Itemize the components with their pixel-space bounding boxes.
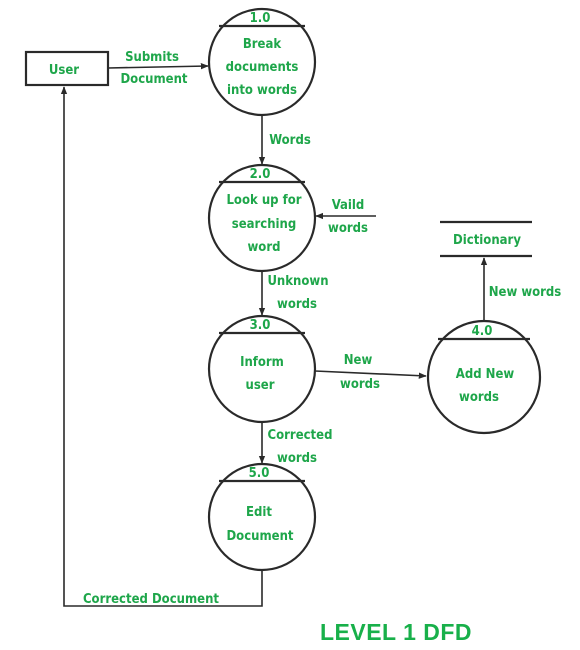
flow-valid-words[interactable]: Vaild words xyxy=(315,198,376,236)
process-5[interactable]: 5.0 Edit Document xyxy=(207,462,317,572)
flow-new-words-label-line-2: words xyxy=(340,377,380,392)
process-2-label-line-1: Look up for xyxy=(226,193,301,208)
flow-new-words-arrow xyxy=(314,370,427,379)
process-2-label-line-2: searching xyxy=(232,217,297,232)
entity-user-label: User xyxy=(49,63,79,78)
process-3-id: 3.0 xyxy=(250,318,271,333)
flow-new-words-to-dictionary[interactable]: New words xyxy=(480,257,562,321)
process-3-label-line-1: Inform xyxy=(240,355,284,370)
process-2-label-line-3: word xyxy=(248,240,281,255)
process-3[interactable]: 3.0 Inform user xyxy=(207,314,317,424)
datastore-dictionary[interactable]: Dictionary xyxy=(440,220,532,258)
flow-words[interactable]: Words xyxy=(258,115,311,165)
flow-submits-label-line-2: Document xyxy=(120,72,187,87)
flow-corrected-document-arrow xyxy=(60,86,263,607)
process-1[interactable]: 1.0 Break documents into words xyxy=(207,7,317,117)
flow-corrected-words[interactable]: Corrected words xyxy=(258,422,333,466)
entity-user[interactable]: User xyxy=(24,50,110,87)
flow-valid-label-line-1: Vaild xyxy=(332,198,365,213)
entity-user-box xyxy=(24,50,110,87)
process-3-label-line-2: user xyxy=(246,378,275,393)
flow-corrected-document[interactable]: Corrected Document xyxy=(60,86,263,607)
flow-unknown-label-line-2: words xyxy=(277,297,317,312)
flow-words-label: Words xyxy=(269,133,311,148)
flow-dictionary-label: New words xyxy=(489,285,562,300)
process-2[interactable]: 2.0 Look up for searching word xyxy=(207,163,317,273)
flow-corrected-label-line-2: words xyxy=(277,451,317,466)
process-4-label-line-1: Add New xyxy=(456,367,515,382)
process-2-id: 2.0 xyxy=(250,167,271,182)
diagram-title: LEVEL 1 DFD xyxy=(320,619,472,645)
process-1-label-line-1: Break xyxy=(243,37,282,52)
process-5-label-line-1: Edit xyxy=(246,505,272,520)
process-5-id: 5.0 xyxy=(249,466,270,481)
flow-unknown-words[interactable]: Unknown words xyxy=(258,271,329,316)
process-4[interactable]: 4.0 Add New words xyxy=(426,319,542,435)
flow-new-words-label-line-1: New xyxy=(344,353,373,368)
flow-submits-label-line-1: Submits xyxy=(125,50,179,65)
flow-submits-arrow xyxy=(107,62,209,70)
process-4-label-line-2: words xyxy=(459,390,499,405)
flow-corrected-label-line-1: Corrected xyxy=(268,428,333,443)
flow-unknown-label-line-1: Unknown xyxy=(267,274,328,289)
flow-corrected-document-label: Corrected Document xyxy=(83,592,219,607)
process-1-label-line-2: documents xyxy=(226,60,299,75)
process-1-label-line-3: into words xyxy=(227,83,297,98)
flow-submits-document[interactable]: Submits Document xyxy=(107,50,209,87)
process-1-id: 1.0 xyxy=(250,11,271,26)
process-4-id: 4.0 xyxy=(472,324,493,339)
flow-valid-label-line-2: words xyxy=(328,221,368,236)
process-5-label-line-2: Document xyxy=(226,529,293,544)
datastore-label: Dictionary xyxy=(453,233,521,248)
flow-new-words-to-add[interactable]: New words xyxy=(314,353,427,392)
